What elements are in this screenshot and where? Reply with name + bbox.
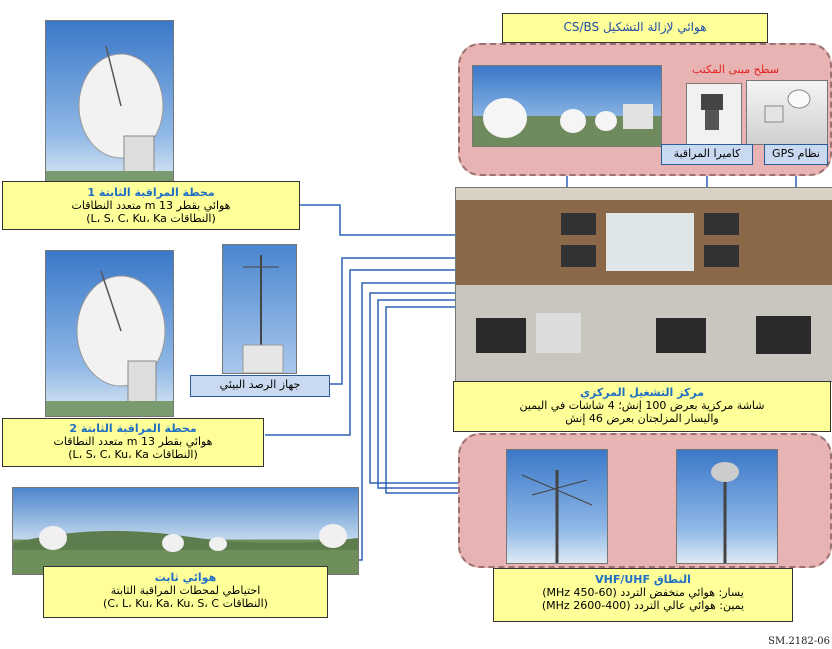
gps-label: نظام GPS (764, 144, 828, 165)
center-line1: شاشة مركزية بعرض 100 إنش؛ 4 شاشات في الي… (519, 399, 765, 412)
vhf-label: النطاق VHF/UHF يسار: هوائي منخفض التردد … (493, 568, 793, 622)
station2-antenna-photo (45, 250, 174, 417)
center-line2: واليسار المزلجتان بعرض 46 إنش (565, 412, 719, 425)
camera-label: كاميرا المراقبة (661, 144, 753, 165)
fixed-antenna-line1: احتياطي لمحطات المراقبة الثابتة (110, 584, 261, 597)
station2-line1: هوائي بقطر m 13 متعدد النطاقات (53, 435, 213, 448)
center-title: مركز التشغيل المركزي (579, 386, 705, 399)
station1-line2: (النطاقات L، S، C، Ku، Ka) (86, 212, 216, 225)
station1-label: محطة المراقبة الثابتة 1 هوائي بقطر m 13 … (2, 181, 300, 230)
vhf-line1: يسار: هوائي منخفض التردد (60-450 MHz) (542, 586, 744, 599)
gps-photo (746, 80, 828, 145)
high-freq-antenna-photo (676, 449, 778, 564)
operation-center-photo (455, 187, 832, 382)
center-label: مركز التشغيل المركزي شاشة مركزية بعرض 10… (453, 381, 831, 432)
vhf-title: النطاق VHF/UHF (595, 573, 691, 586)
env-monitor-label: جهاز الرصد البيئي (190, 375, 330, 397)
station1-title: محطة المراقبة الثابتة 1 (87, 186, 215, 199)
fixed-antenna-title: هوائي ثابت (154, 571, 217, 584)
roof-label: سطح مبنى المكتب (692, 63, 779, 76)
station2-line2: (النطاقات L، S، C، Ku، Ka) (68, 448, 198, 461)
station2-title: محطة المراقبة الثابتة 2 (69, 422, 197, 435)
station1-line1: هوائي بقطر m 13 متعدد النطاقات (71, 199, 231, 212)
low-freq-antenna-photo (506, 449, 608, 564)
camera-photo (686, 83, 742, 145)
fixed-antennas-photo (12, 487, 359, 575)
station1-antenna-photo (45, 20, 174, 184)
figure-id: SM.2182-06 (768, 636, 830, 647)
vhf-line2: يمين: هوائي عالي التردد (400-2600 MHz) (541, 599, 745, 612)
fixed-antenna-line2: (النطاقات C، L، Ku، Ka، Ku، S، C) (103, 597, 268, 610)
env-monitor-photo (222, 244, 297, 374)
station2-label: محطة المراقبة الثابتة 2 هوائي بقطر m 13 … (2, 418, 264, 467)
fixed-antenna-label: هوائي ثابت احتياطي لمحطات المراقبة الثاب… (43, 566, 328, 618)
demod-antenna-title: هوائي لإزالة التشكيل CS/BS (502, 13, 768, 43)
roof-antennas-photo (472, 65, 662, 147)
